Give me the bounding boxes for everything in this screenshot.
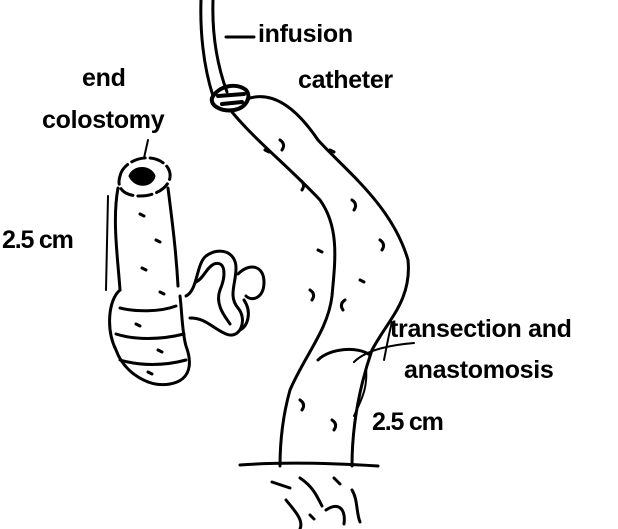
catheter-ligature: [212, 86, 249, 111]
transection-label-line1: transection and: [390, 317, 572, 342]
infusion-catheter-tube: [201, 0, 227, 96]
transection-label-line2: anastomosis: [404, 358, 554, 383]
infusion-catheter-label-line1: infusion: [258, 22, 353, 47]
left-measure-label: 2.5 cm: [2, 228, 73, 253]
end-colostomy-label-line2: colostomy: [42, 108, 164, 133]
colostomy-stoma: [119, 158, 170, 196]
colostomy-pointer-line: [144, 140, 148, 158]
bowel-loop: [186, 251, 264, 335]
infusion-catheter-label-line2: catheter: [298, 68, 393, 93]
rectal-stump: [240, 463, 378, 529]
left-measure-bracket: [106, 196, 108, 290]
descending-colon: [110, 188, 190, 385]
end-colostomy-label-line1: end: [82, 66, 126, 91]
right-measure-label: 2.5 cm: [372, 410, 443, 435]
